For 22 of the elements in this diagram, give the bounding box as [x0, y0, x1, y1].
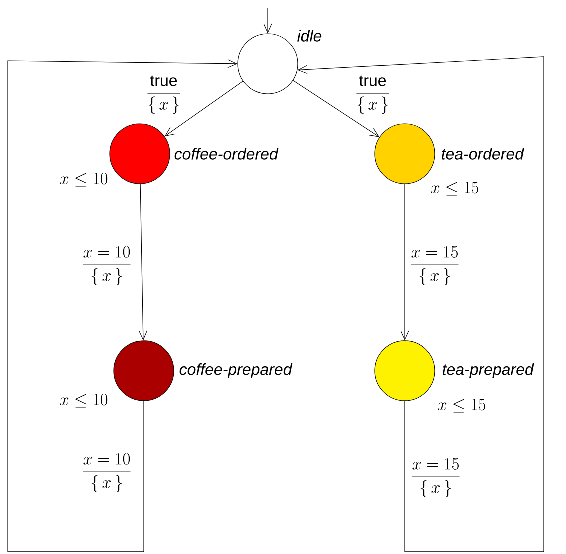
- edge-label: $\frac{\mathrm{true}}{\{\,x\,\}}$: [354, 74, 392, 116]
- edge-label: $\frac{\mathrm{true}}{\{\,x\,\}}$: [145, 74, 183, 116]
- state-name: tea-prepared: [443, 364, 534, 378]
- arrow: [264, 8, 272, 34]
- edge-label: $\frac{x = 15}{\{\,x\,\}}$: [410, 457, 462, 498]
- arrow: [8, 60, 238, 552]
- arrow: [138, 184, 148, 341]
- arrow: [298, 56, 544, 552]
- state-name: idle: [298, 30, 322, 42]
- invariant-label: $x \leq 15$: [431, 182, 479, 196]
- state-name: tea-ordered: [442, 148, 524, 160]
- arrow: [400, 184, 410, 341]
- invariant-label: $x \leq 10$: [60, 172, 108, 187]
- invariant-label: $x \leq 10$: [60, 394, 108, 408]
- arrow: [293, 80, 380, 138]
- arrow: [164, 81, 244, 137]
- edge-label: $\frac{x = 10}{\{\,x\,\}}$: [81, 246, 133, 286]
- edge-label: $\frac{x = 10}{\{\,x\,\}}$: [81, 452, 133, 494]
- state-name: coffee-prepared: [180, 364, 293, 378]
- state-name: coffee-ordered: [174, 148, 279, 160]
- edge-label: $\frac{x = 15}{\{\,x\,\}}$: [409, 246, 461, 286]
- invariant-label: $x \leq 15$: [438, 398, 486, 413]
